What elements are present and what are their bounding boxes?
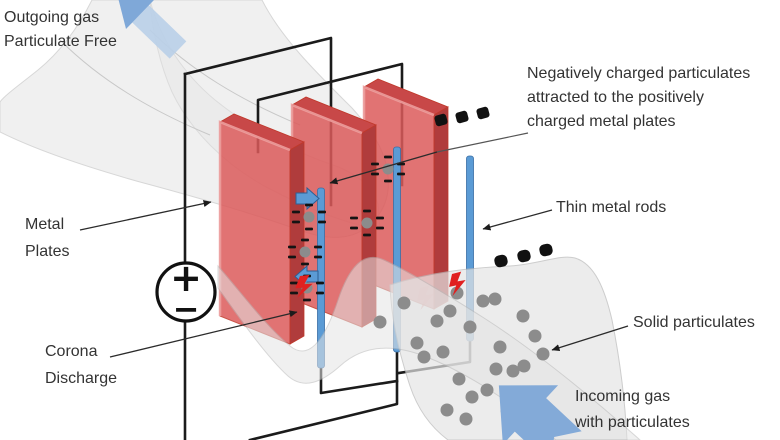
lightning-bolt-icon (449, 271, 466, 297)
ellipsis-dot-icon (517, 249, 531, 263)
leader-metal-plates (79, 200, 212, 231)
label-outgoing-gas: Outgoing gas Particulate Free (4, 6, 117, 54)
label-incoming-gas: Incoming gas with particulates (575, 384, 690, 436)
particulate-dot (410, 336, 424, 350)
ellipsis-dot-icon (455, 110, 469, 124)
label-solid-particulates: Solid particulates (633, 311, 755, 335)
label-metal-plates-line2: Plates (25, 243, 70, 260)
particulate-dot (440, 403, 454, 417)
continuation-dots-right (494, 243, 553, 268)
label-negative-particulates: Negatively charged particulates attracte… (527, 62, 750, 134)
voltage-source-circle (155, 261, 217, 323)
particulate-dot (463, 320, 477, 334)
label-solid-particulates-text: Solid particulates (633, 314, 755, 331)
ellipsis-dot-icon (476, 106, 490, 120)
particulate-dot (528, 329, 542, 343)
particulate-dot (476, 294, 490, 308)
wire-rod-return (248, 348, 399, 440)
charged-particle (350, 209, 384, 237)
particulate-dot (397, 296, 411, 310)
particulate-dot (450, 286, 464, 300)
label-negative-line2: attracted to the positively (527, 89, 704, 106)
label-thin-rods-text: Thin metal rods (556, 199, 667, 216)
plus-icon: + (170, 256, 202, 300)
particulate-dot (489, 362, 503, 376)
leader-corona-discharge (109, 310, 298, 358)
attraction-annotation-arrow (329, 151, 438, 185)
outgoing-arrow-icon (116, 0, 187, 59)
particulate-dot (465, 390, 479, 404)
particulate-dot (506, 364, 520, 378)
particulate-dot (488, 292, 502, 306)
ellipsis-dot-icon (494, 254, 508, 268)
particulate-dot (493, 340, 507, 354)
particulate-dot (373, 315, 387, 329)
incoming-arrow-icon (498, 385, 582, 440)
particulate-dot (430, 314, 444, 328)
particulate-dot (459, 412, 473, 426)
particulate-dot (516, 309, 530, 323)
ellipsis-dot-icon (434, 113, 448, 127)
label-corona-line1: Corona (45, 343, 98, 360)
label-metal-plates: Metal Plates (25, 211, 69, 265)
charged-particle (292, 203, 326, 231)
charged-particle (288, 238, 322, 266)
particulate-dot (536, 347, 550, 361)
label-metal-plates-line1: Metal (25, 216, 65, 233)
leader-negative-particulates (436, 132, 529, 153)
particulate-dot (417, 350, 431, 364)
lightning-bolt-icon (295, 274, 313, 298)
label-outgoing-gas-line2: Particulate Free (4, 33, 117, 50)
particulate-dot (452, 372, 466, 386)
label-negative-line1: Negatively charged particulates (527, 65, 751, 82)
label-incoming-line1: Incoming gas (575, 388, 671, 405)
leader-thin-rods (482, 209, 553, 231)
label-corona-discharge: Corona Discharge (45, 338, 117, 392)
attraction-arrow-right-icon (295, 186, 320, 211)
continuation-dots-top (434, 106, 490, 127)
label-outgoing-gas-line1: Outgoing gas (4, 9, 100, 26)
ellipsis-dot-icon (539, 243, 553, 257)
particulate-dot (436, 345, 450, 359)
voltage-source: + − (155, 256, 217, 328)
label-corona-line2: Discharge (45, 370, 118, 387)
particulate-dot (443, 304, 457, 318)
label-negative-line3: charged metal plates (527, 113, 676, 130)
label-incoming-line2: with particulates (575, 414, 690, 431)
metal-plate (218, 113, 305, 345)
corona-bolts-front (295, 271, 466, 298)
minus-icon: − (173, 290, 200, 328)
particulate-dot (480, 383, 494, 397)
leader-solid-particulates (551, 325, 629, 352)
leader-lines (79, 132, 629, 358)
charged-particle (371, 155, 405, 183)
particulate-dot (517, 359, 531, 373)
label-thin-metal-rods: Thin metal rods (556, 196, 666, 220)
